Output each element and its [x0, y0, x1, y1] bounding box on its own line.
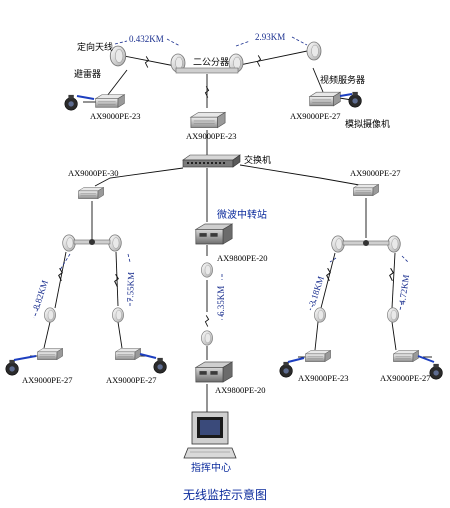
switch-links	[94, 164, 366, 256]
top-distance-arrows	[114, 36, 308, 47]
device-label-mid-left: AX9000PE-30	[68, 168, 119, 178]
computer-icon	[183, 411, 237, 459]
diagram-title: 无线监控示意图	[182, 488, 267, 502]
splitter-bar	[175, 67, 239, 74]
dish-left-a	[62, 234, 76, 252]
dish-bottom-right-2	[387, 307, 399, 323]
camera-bottom-left-1	[5, 359, 19, 376]
device-bottom-left-1	[37, 348, 63, 360]
analog-camera-label: 模拟摄像机	[345, 119, 391, 129]
device-bottom-left-2	[115, 348, 141, 360]
dish-top-right	[306, 41, 322, 61]
device-label-relay-bottom: AX9800PE-20	[215, 385, 266, 395]
device-mid-right	[353, 184, 379, 196]
dish-left-b	[108, 234, 122, 252]
switch-icon	[182, 154, 241, 168]
device-label-mid-right: AX9000PE-27	[350, 168, 401, 178]
camera-top-left	[64, 94, 78, 111]
camera-bottom-left-2	[153, 357, 167, 374]
dish-relay-top	[201, 262, 213, 278]
distance-mid-left-b: 7.55KM	[125, 271, 137, 303]
device-top-center	[190, 112, 226, 128]
camera-bottom-right-2	[429, 363, 443, 380]
dish-bottom-left-1	[44, 307, 56, 323]
device-label-top-right: AX9000PE-27	[290, 111, 341, 121]
camera-bottom-right-1	[279, 361, 293, 378]
directional-antenna-label: 定向天线	[77, 42, 114, 52]
right-branch-links	[298, 252, 432, 358]
relay-station-bottom	[195, 361, 233, 383]
dish-bottom-left-2	[112, 307, 124, 323]
device-bottom-right-1	[305, 350, 331, 362]
device-bottom-right-2	[393, 350, 419, 362]
video-server-label: 视频服务器	[320, 75, 366, 85]
switch-label: 交换机	[244, 155, 272, 165]
device-label-relay-top: AX9800PE-20	[217, 253, 268, 263]
mid-distance-arrows	[33, 253, 409, 320]
relay-station-top	[195, 223, 233, 245]
lightning-arrester-label: 避雷器	[74, 69, 102, 79]
device-label-bottom-left-2: AX9000PE-27	[106, 375, 157, 385]
device-label-top-left: AX9000PE-23	[90, 111, 141, 121]
command-center-label: 指挥中心	[191, 463, 231, 474]
device-label-bottom-right-1: AX9000PE-23	[298, 373, 349, 383]
microwave-relay-label: 微波中转站	[217, 210, 267, 221]
device-top-left	[95, 94, 125, 108]
dish-right-b	[387, 235, 401, 253]
device-label-bottom-left-1: AX9000PE-27	[22, 375, 73, 385]
device-label-bottom-right-2: AX9000PE-27	[380, 373, 431, 383]
dish-relay-bottom	[201, 330, 213, 346]
device-label-top-center: AX9000PE-23	[186, 131, 237, 141]
dish-bottom-right-1	[314, 307, 326, 323]
distance-top-left: 0.432KM	[129, 34, 164, 44]
distance-center: 6.35KM	[216, 285, 226, 316]
dish-right-a	[331, 235, 345, 253]
distance-top-right: 2.93KM	[255, 32, 286, 42]
splitter-label: 二公分器	[193, 57, 230, 67]
device-top-right	[309, 91, 341, 107]
device-mid-left	[78, 187, 104, 199]
